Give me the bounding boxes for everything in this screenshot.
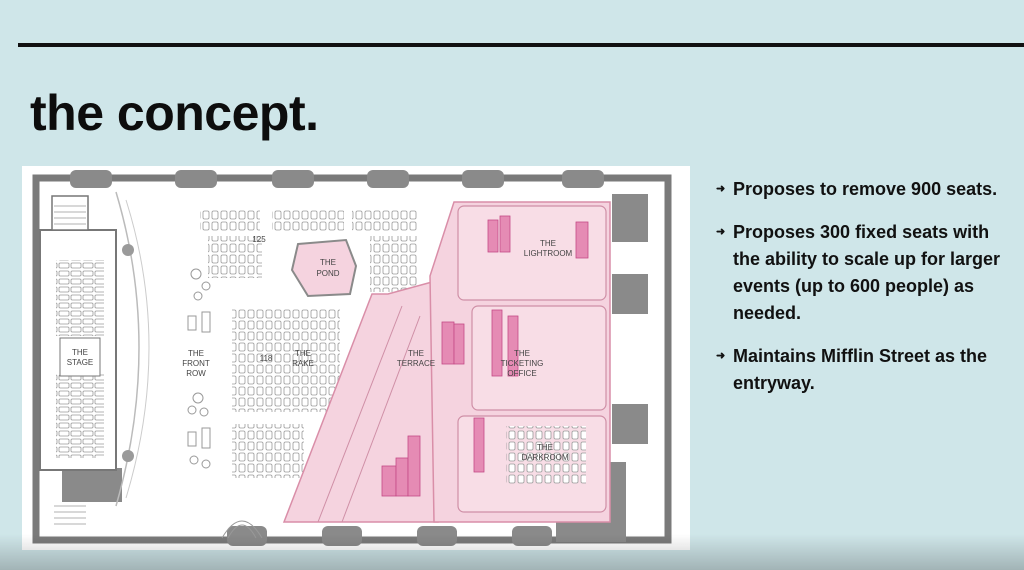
bullet-text: Proposes to remove 900 seats. [733,179,998,199]
bullet-text: Proposes 300 fixed seats with the abilit… [733,222,1001,323]
darkroom-seating [506,426,586,484]
lightroom-label-2: LIGHTROOM [524,249,573,258]
accent-furniture [381,215,589,497]
header-rule [18,43,1024,47]
ticketing-label-2: TICKETING [501,359,544,368]
bullet-list: ➜ Proposes to remove 900 seats. ➜ Proposes… [716,176,1016,413]
terrace-label-2: TERRACE [397,359,435,368]
darkroom-label-2: DARKROOM [521,453,568,462]
lightroom-label-1: THE [540,239,556,248]
ticketing-office-zone [471,305,607,411]
rake-seating [200,210,418,478]
ticketing-label-3: OFFICE [507,369,536,378]
front-row-label-3: ROW [186,369,206,378]
bullet-item: ➜ Proposes to remove 900 seats. [716,176,1016,203]
floor-plan: THE STAGE THE FRONT ROW 125 118 THE RAKE… [22,166,690,550]
rake-label-2: RAKE [292,359,314,368]
front-row-label-1: THE [188,349,204,358]
front-row-label-2: FRONT [182,359,210,368]
pond-zone [290,238,358,298]
bullet-item: ➜ Proposes 300 fixed seats with the abili… [716,219,1016,327]
floor-plan-drawing: THE STAGE THE FRONT ROW 125 118 THE RAKE… [32,170,672,546]
bullet-text: Maintains Mifflin Street as the entryway… [733,346,988,393]
arrow-icon: ➜ [716,350,726,362]
darkroom-label-1: THE [537,443,553,452]
stage-label-2: STAGE [67,358,94,367]
slide-title: the concept. [30,85,319,141]
rake-label-1: THE [295,349,311,358]
seat-number-118: 118 [260,354,273,363]
stage-label-1: THE [72,348,88,357]
ticketing-label-1: THE [514,349,530,358]
pond-label-1: THE [320,258,336,267]
arrow-icon: ➜ [716,226,726,238]
arrow-icon: ➜ [716,183,726,195]
pond-label-2: POND [316,269,339,278]
seat-number-125: 125 [252,235,266,244]
terrace-label-1: THE [408,349,424,358]
bullet-item: ➜ Maintains Mifflin Street as the entrywa… [716,343,1016,397]
